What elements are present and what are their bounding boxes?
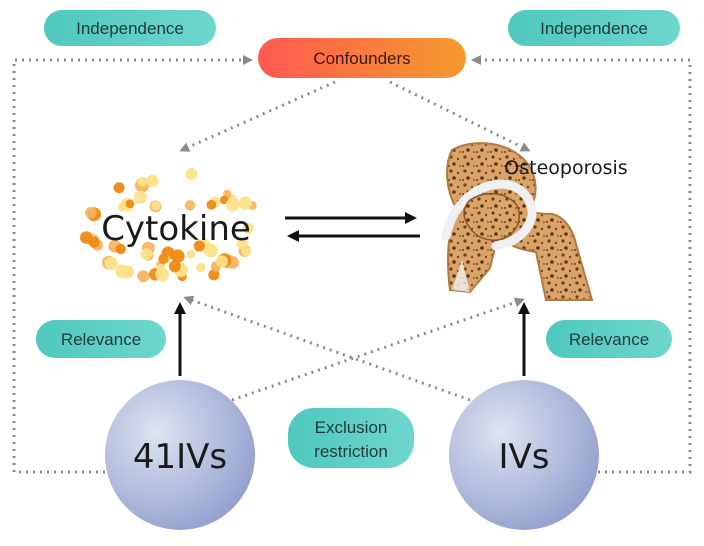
cytokine-dot <box>185 168 198 180</box>
relevance-right-pill: Relevance <box>546 320 672 358</box>
cytokine-dot <box>133 190 147 204</box>
cytokine-dot <box>158 253 169 264</box>
confounder-paths <box>179 80 531 152</box>
exclusion-paths <box>183 295 525 402</box>
cytokine-label: Cytokine <box>101 209 251 249</box>
cytokine-dot <box>113 182 125 194</box>
cytokine-dot <box>88 236 100 248</box>
cytokine-dot <box>137 270 150 283</box>
cytokine-dot <box>206 199 217 210</box>
cytokine-dot <box>241 247 252 257</box>
cytokine-dot <box>156 263 166 273</box>
iv-circle-left: 41IVs <box>105 380 255 530</box>
relevance-left-pill: Relevance <box>36 320 166 358</box>
cytokine-dot <box>215 255 228 268</box>
relevance-left-label: Relevance <box>61 330 141 349</box>
cytokine-dot <box>219 195 229 205</box>
cytokine-dot <box>186 250 195 259</box>
cytokine-dot <box>208 269 220 281</box>
confounder-to-osteoporosis-path <box>389 80 531 152</box>
cytokine-dot <box>242 223 254 235</box>
right-iv-to-cytokine-path <box>183 295 471 402</box>
relevance-right-label: Relevance <box>569 330 649 349</box>
osteoporosis-label: Osteoporosis <box>504 157 627 179</box>
cytokine-dot <box>151 200 161 211</box>
cytokine-dot <box>115 264 130 279</box>
cytokine-dot <box>104 256 118 270</box>
cytokine-dot <box>85 207 97 219</box>
independence-left-pill: Independence <box>44 10 216 46</box>
iv-right-label: IVs <box>499 437 550 477</box>
causal-arrows <box>174 212 530 376</box>
iv-left-label: 41IVs <box>133 437 227 477</box>
cytokine-dot <box>168 260 181 273</box>
cytokine-dot <box>236 238 248 250</box>
confounder-to-cytokine-path <box>179 80 336 152</box>
cytokine-dot <box>184 200 196 211</box>
confounders-pill: Confounders <box>258 38 466 78</box>
exclusion-line2-label: restriction <box>314 442 388 461</box>
independence-left-label: Independence <box>76 19 184 38</box>
exclusion-restriction-pill: Exclusion restriction <box>288 408 414 468</box>
independence-right-pill: Independence <box>508 10 680 46</box>
cytokine-dot <box>146 174 159 188</box>
independence-right-label: Independence <box>540 19 648 38</box>
cytokine-dot <box>204 243 219 258</box>
cytokine-dot <box>115 243 126 255</box>
confounders-label: Confounders <box>313 49 410 68</box>
cytokine-dot <box>171 249 185 263</box>
cytokine-dot <box>137 176 148 187</box>
cytokine-dot <box>238 196 252 210</box>
cytokine-dot <box>196 262 206 273</box>
cytokine-dot <box>225 198 240 212</box>
cytokine-dot <box>193 240 205 252</box>
cytokine-dot <box>117 202 127 212</box>
cytokine-dot <box>140 248 153 260</box>
femur-illustration <box>441 142 594 301</box>
cytokine-dot-cloud <box>80 168 257 283</box>
iv-circle-right: IVs <box>449 380 599 530</box>
left-iv-to-osteoporosis-path <box>231 297 525 402</box>
exclusion-line1-label: Exclusion <box>315 418 388 437</box>
cytokine-dot <box>125 199 135 209</box>
